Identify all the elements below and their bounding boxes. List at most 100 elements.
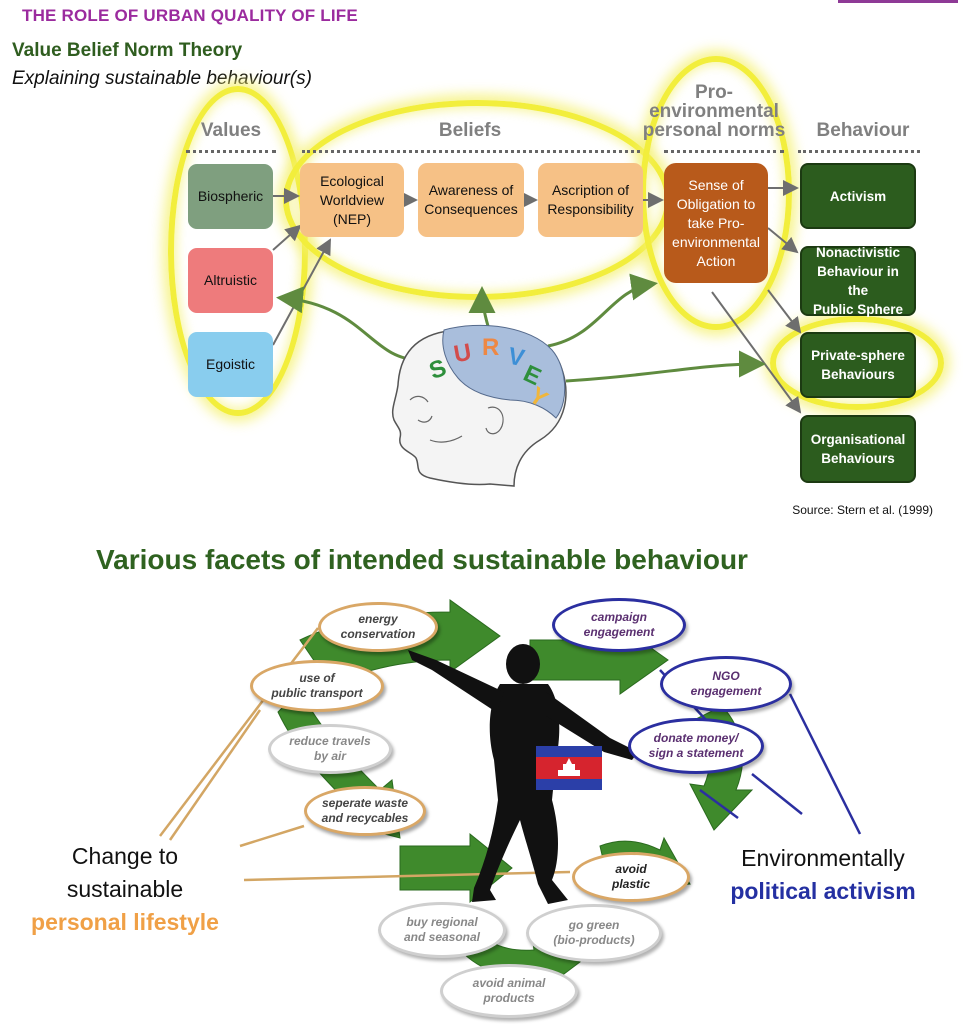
regional-line2: and seasonal xyxy=(403,930,481,944)
oval-go-green: go green (bio-products) xyxy=(526,904,662,962)
behaviour-divider xyxy=(798,150,920,153)
leader-line-blue-4 xyxy=(788,693,862,835)
arrow-altruistic-nep xyxy=(272,224,302,251)
oval-reduce-travels: reduce travels by air xyxy=(268,724,392,774)
left-label-line2: sustainable xyxy=(66,876,184,902)
oval-ngo-engagement: NGO engagement xyxy=(660,656,792,712)
campaign-line2: engagement xyxy=(583,625,655,639)
oval-donate-money: donate money/ sign a statement xyxy=(628,718,764,774)
animal-line2: products xyxy=(483,991,535,1005)
facets-graphic xyxy=(159,599,862,993)
section-subtitle: Value Belief Norm Theory xyxy=(12,40,243,61)
norm-line5: Action xyxy=(696,252,736,269)
column-heading-values: Values xyxy=(200,120,262,141)
nonactivistic-line1: Nonactivistic xyxy=(815,245,901,260)
norm-sense-of-obligation: Sense of Obligation to take Pro- environ… xyxy=(664,163,768,283)
value-egoistic: Egoistic xyxy=(188,332,273,397)
ngo-line2: engagement xyxy=(690,684,762,698)
travel-line2: by air xyxy=(313,749,346,763)
label-political-activism: Environmentally political activism xyxy=(712,842,934,908)
awareness-line2: Consequences xyxy=(424,201,518,217)
awareness-line1: Awareness of xyxy=(428,182,514,198)
column-heading-norms: Pro- environmental personal norms xyxy=(640,83,788,140)
norms-heading-line1: Pro- xyxy=(695,82,733,103)
page-title: THE ROLE OF URBAN QUALITY OF LIFE xyxy=(22,6,358,25)
energy-line2: conservation xyxy=(340,627,416,641)
label-personal-lifestyle: Change to sustainable personal lifestyle xyxy=(20,840,230,939)
oval-public-transport: use of public transport xyxy=(250,660,384,712)
left-label-line1: Change to xyxy=(71,843,179,869)
regional-line1: buy regional xyxy=(406,915,478,929)
arrow-norm-nonactivistic xyxy=(767,227,799,254)
green-line1: go green xyxy=(568,918,620,932)
private-line2: Behaviours xyxy=(821,367,895,382)
arrow-egoistic-nep xyxy=(272,238,331,346)
ascription-line2: Responsibility xyxy=(547,201,634,217)
leader-line-orange-2 xyxy=(168,709,262,841)
behaviour-private-sphere: Private-sphere Behaviours xyxy=(800,332,916,398)
behaviour-nonactivistic: Nonactivistic Behaviour in the Public Sp… xyxy=(800,245,916,317)
norm-line2: Obligation to xyxy=(676,195,756,212)
survey-letter-r: R xyxy=(482,334,500,361)
belief-awareness-consequences: Awareness of Consequences xyxy=(418,163,524,237)
private-line1: Private-sphere xyxy=(811,348,905,363)
survey-arrow-private xyxy=(565,350,766,383)
animal-line1: avoid animal xyxy=(472,976,546,990)
left-label-line3: personal lifestyle xyxy=(31,909,219,935)
column-heading-beliefs: Beliefs xyxy=(438,120,502,141)
nep-line2: Worldview xyxy=(319,191,385,208)
survey-head-illustration xyxy=(391,324,567,487)
values-divider xyxy=(186,150,276,153)
behaviour-organisational: Organisational Behaviours xyxy=(800,415,916,483)
survey-arrow-values xyxy=(276,286,421,362)
vbn-connectors xyxy=(272,180,802,487)
energy-line1: energy xyxy=(358,612,398,626)
transport-line1: use of xyxy=(299,671,335,685)
oval-buy-regional: buy regional and seasonal xyxy=(378,902,506,958)
cambodia-flag xyxy=(536,746,602,790)
oval-avoid-plastic: avoid plastic xyxy=(572,852,690,902)
waste-line1: seperate waste xyxy=(321,796,409,810)
campaign-line1: campaign xyxy=(590,610,647,624)
green-line2: (bio-products) xyxy=(553,933,635,947)
nep-line1: Ecological xyxy=(320,172,384,189)
right-label-line2: political activism xyxy=(730,878,916,904)
belief-ascription-responsibility: Ascription of Responsibility xyxy=(538,163,643,237)
nonactivistic-line2: Behaviour in the xyxy=(817,264,899,298)
norm-line3: take Pro- xyxy=(687,214,745,231)
oval-avoid-animal-products: avoid animal products xyxy=(440,964,578,1018)
source-citation: Source: Stern et al. (1999) xyxy=(792,503,933,517)
nonactivistic-line3: Public Sphere xyxy=(812,302,904,317)
leader-line-orange-4 xyxy=(243,870,571,882)
survey-arrow-beliefs xyxy=(468,286,496,327)
column-heading-behaviour: Behaviour xyxy=(816,120,910,141)
norms-heading-line2: environmental xyxy=(649,101,779,122)
header-accent-bar xyxy=(838,0,958,3)
oval-energy-conservation: energy conservation xyxy=(318,602,438,652)
ngo-line1: NGO xyxy=(712,669,740,683)
oval-campaign-engagement: campaign engagement xyxy=(552,598,686,652)
norms-heading-line3: personal norms xyxy=(642,120,786,141)
norm-line4: environmental xyxy=(672,233,760,250)
donate-line1: donate money/ xyxy=(653,731,739,745)
value-altruistic: Altruistic xyxy=(188,248,273,313)
values-highlight xyxy=(168,86,308,416)
waste-line2: and recycables xyxy=(321,811,409,825)
arrow-norm-organisational xyxy=(711,291,802,414)
norm-line1: Sense of xyxy=(688,176,744,193)
donate-line2: sign a statement xyxy=(648,746,744,760)
travel-line1: reduce travels xyxy=(289,734,371,748)
arrow-norm-private xyxy=(767,289,802,334)
leader-line-orange-3 xyxy=(239,824,305,848)
oval-separate-waste: seperate waste and recycables xyxy=(304,786,426,836)
ascription-line1: Ascription of xyxy=(551,182,630,198)
value-biospheric: Biospheric xyxy=(188,164,273,229)
facets-title: Various facets of intended sustainable b… xyxy=(96,544,748,575)
plastic-line2: plastic xyxy=(611,877,650,891)
beliefs-divider xyxy=(302,150,640,153)
nep-line3: (NEP) xyxy=(332,210,372,227)
plastic-line1: avoid xyxy=(615,862,647,876)
private-sphere-highlight xyxy=(770,316,944,410)
organisational-line1: Organisational xyxy=(810,432,906,447)
survey-arrow-norms xyxy=(547,273,658,348)
